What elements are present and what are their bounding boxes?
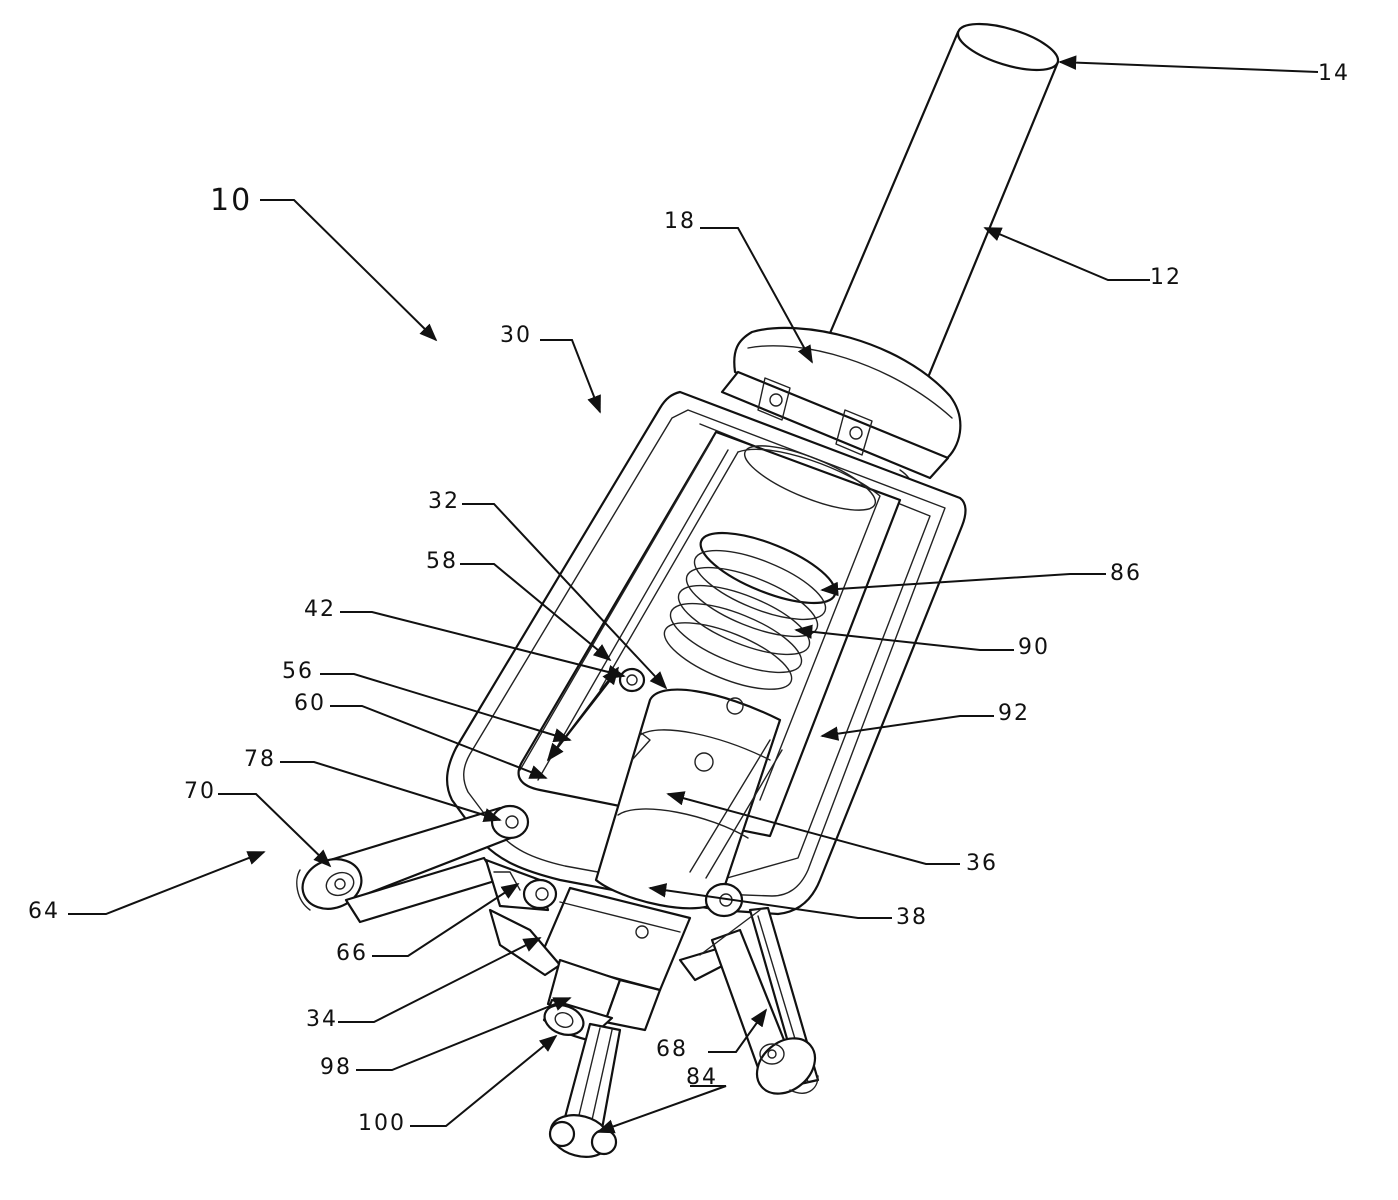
label-56: 56	[282, 659, 314, 684]
reference-labels: 14 12 10 18 30 32 58 42 56 60 78 70 64 6…	[28, 61, 1350, 1136]
label-98: 98	[320, 1055, 352, 1080]
right-arm	[699, 882, 820, 1095]
label-100: 100	[358, 1111, 406, 1136]
label-64: 64	[28, 899, 60, 924]
label-18: 18	[664, 209, 696, 234]
label-34: 34	[306, 1007, 338, 1032]
label-68: 68	[656, 1037, 688, 1062]
lower-link	[548, 1022, 622, 1158]
label-90: 90	[1018, 635, 1050, 660]
label-70: 70	[184, 779, 216, 804]
label-92: 92	[998, 701, 1030, 726]
left-arm	[296, 804, 558, 924]
leader-lines	[68, 55, 1319, 1134]
label-60: 60	[294, 691, 326, 716]
shaft	[820, 22, 1060, 394]
label-86: 86	[1110, 561, 1142, 586]
label-78: 78	[244, 747, 276, 772]
label-84: 84	[686, 1065, 718, 1090]
label-12: 12	[1150, 265, 1182, 290]
label-30: 30	[500, 323, 532, 348]
label-32: 32	[428, 489, 460, 514]
label-36: 36	[966, 851, 998, 876]
pins	[618, 667, 646, 693]
label-38: 38	[896, 905, 928, 930]
label-14: 14	[1318, 61, 1350, 86]
label-42: 42	[304, 597, 336, 622]
housing	[446, 390, 967, 916]
label-66: 66	[336, 941, 368, 966]
label-58: 58	[426, 549, 458, 574]
label-10: 10	[210, 183, 252, 218]
